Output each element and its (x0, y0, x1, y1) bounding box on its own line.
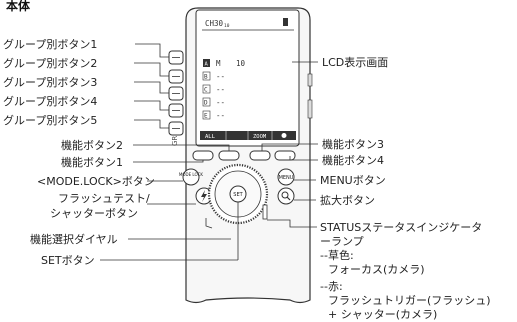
channel-label: CH30 (205, 19, 224, 28)
svg-text:--: -- (216, 85, 225, 94)
softkey-label-all: ALL (205, 134, 216, 140)
function-button-1[interactable] (192, 150, 214, 161)
battery-icon (283, 18, 288, 26)
channel-sub: 10 (224, 23, 230, 29)
leader-lines (100, 43, 318, 261)
label-menu-button: MENUボタン (320, 174, 386, 187)
label-lcd: LCD表示画面 (322, 55, 388, 69)
svg-text:--: -- (216, 98, 225, 107)
status-lamp (262, 204, 268, 220)
label-group-button-5: グループ別ボタン5 (3, 113, 97, 127)
label-status-2: ーランプ (320, 235, 364, 248)
label-mode-lock: <MODE.LOCK>ボタン (37, 175, 155, 188)
label-function-button-2: 機能ボタン2 (61, 138, 123, 152)
lcd-screen (195, 9, 300, 147)
svg-text:M: M (216, 59, 221, 68)
function-button-3[interactable] (249, 150, 271, 161)
label-group-button-1: グループ別ボタン1 (3, 37, 97, 51)
function-button-2[interactable] (218, 150, 240, 161)
magnifier-icon (281, 191, 289, 199)
label-status-red: --赤: (320, 280, 343, 293)
gr-mark: GR (171, 136, 179, 146)
svg-text:--: -- (216, 111, 225, 120)
lanyard-loop (205, 218, 213, 229)
label-group-button-3: グループ別ボタン3 (3, 75, 97, 89)
label-group-button-4: グループ別ボタン4 (3, 94, 97, 108)
set-button-text: SET (233, 192, 243, 198)
label-status-1: STATUSステータスインジケータ (320, 221, 482, 234)
side-port (307, 73, 313, 87)
label-status-shutter: + シャッター(カメラ) (328, 308, 437, 321)
lcd-group-row: A M 10 (203, 59, 246, 68)
label-status-trigger: フラッシュトリガー(フラッシュ) (328, 294, 491, 307)
label-group-button-2: グループ別ボタン2 (3, 56, 97, 70)
zoom-button[interactable] (277, 187, 295, 205)
label-status-green: --草色: (320, 248, 354, 262)
svg-text:E: E (204, 113, 208, 120)
svg-text:A: A (205, 62, 209, 68)
lightning-icon (201, 190, 207, 202)
label-dial: 機能選択ダイヤル (30, 232, 118, 246)
label-function-button-3: 機能ボタン3 (322, 137, 384, 151)
svg-text:--: -- (216, 72, 225, 81)
page-title: 本体 (6, 0, 31, 13)
svg-text:D: D (204, 100, 208, 107)
lcd-group-row: B -- (202, 71, 225, 81)
label-function-button-4: 機能ボタン4 (322, 153, 384, 167)
function-button-4[interactable] (274, 150, 296, 161)
svg-text:C: C (204, 87, 208, 94)
menu-button-text: MENU (279, 175, 294, 181)
lcd-group-row: E -- (202, 110, 225, 120)
lcd-group-row: D -- (202, 97, 225, 107)
side-port (307, 99, 313, 119)
lcd-group-row: C -- (202, 84, 225, 94)
menu-button[interactable] (277, 168, 295, 186)
mode-lock-text: MODE LOCK (179, 172, 204, 177)
softkey-label-zoom: ZOOM (253, 134, 267, 140)
svg-text:B: B (204, 74, 208, 81)
label-flash-test-1: フラッシュテスト/ (58, 192, 150, 205)
svg-text:10: 10 (236, 59, 246, 68)
label-set-button: SETボタン (41, 254, 95, 267)
label-function-button-1: 機能ボタン1 (61, 155, 123, 169)
mode-lock-button[interactable] (182, 168, 200, 186)
label-status-focus: フォーカス(カメラ) (328, 263, 425, 276)
label-flash-test-2: シャッターボタン (50, 207, 138, 220)
label-zoom-button: 拡大ボタン (320, 193, 375, 207)
softkey-circle-icon (281, 133, 287, 138)
